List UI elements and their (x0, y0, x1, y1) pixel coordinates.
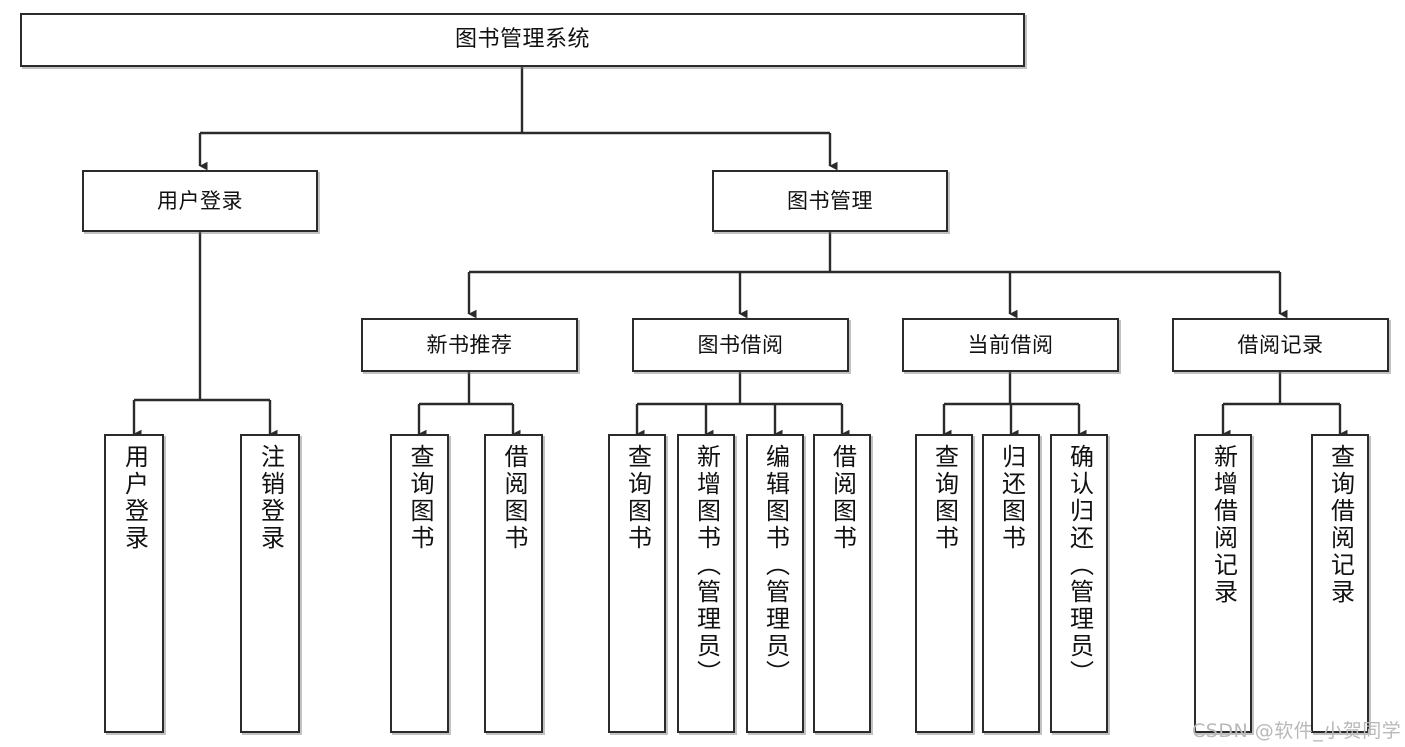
node-label: 借阅记录 (1237, 332, 1324, 357)
node-label: 查询图书 (405, 444, 434, 552)
leaf-current-borrow-confirm-return[interactable]: 确认归还（管理员） (1050, 434, 1108, 733)
node-label: 图书管理系统 (454, 27, 590, 53)
node-label: 图书借阅 (697, 332, 784, 357)
leaf-book-borrow-edit[interactable]: 编辑图书（管理员） (746, 434, 804, 733)
node-label: 注销登录 (256, 444, 285, 552)
node-current-borrow[interactable]: 当前借阅 (902, 318, 1119, 372)
node-label: 当前借阅 (967, 332, 1054, 357)
node-label: 借阅图书 (828, 444, 857, 552)
node-book-borrow[interactable]: 图书借阅 (632, 318, 849, 372)
leaf-borrow-record-add[interactable]: 新增借阅记录 (1194, 434, 1252, 733)
leaf-current-borrow-query[interactable]: 查询图书 (915, 434, 973, 733)
leaf-book-borrow-query[interactable]: 查询图书 (608, 434, 666, 733)
leaf-new-book-query[interactable]: 查询图书 (390, 434, 449, 733)
leaf-book-borrow-add[interactable]: 新增图书（管理员） (677, 434, 735, 733)
node-label: 新增图书（管理员） (692, 444, 721, 687)
node-label: 查询图书 (623, 444, 652, 552)
node-label: 用户登录 (157, 188, 243, 213)
node-user-login[interactable]: 用户登录 (82, 170, 318, 232)
node-label: 新书推荐 (426, 332, 513, 357)
leaf-new-book-borrow[interactable]: 借阅图书 (484, 434, 543, 733)
node-label: 归还图书 (997, 444, 1026, 552)
node-label: 借阅图书 (499, 444, 528, 552)
node-label: 新增借阅记录 (1209, 444, 1238, 606)
node-label: 确认归还（管理员） (1065, 444, 1094, 687)
node-root-system[interactable]: 图书管理系统 (20, 13, 1025, 67)
node-label: 用户登录 (120, 444, 149, 552)
node-label: 查询图书 (930, 444, 959, 552)
node-label: 图书管理 (787, 188, 873, 213)
leaf-user-login-logout[interactable]: 注销登录 (240, 434, 300, 733)
node-label: 编辑图书（管理员） (761, 444, 790, 687)
leaf-user-login-login[interactable]: 用户登录 (104, 434, 164, 733)
leaf-current-borrow-return[interactable]: 归还图书 (982, 434, 1040, 733)
node-label: 查询借阅记录 (1326, 444, 1355, 606)
node-new-book-recommend[interactable]: 新书推荐 (361, 318, 578, 372)
node-book-management[interactable]: 图书管理 (712, 170, 948, 232)
csdn-watermark: CSDN @软件_小贺同学 (1192, 720, 1402, 742)
leaf-borrow-record-query[interactable]: 查询借阅记录 (1311, 434, 1369, 733)
node-borrow-record[interactable]: 借阅记录 (1172, 318, 1389, 372)
leaf-book-borrow-borrow[interactable]: 借阅图书 (813, 434, 871, 733)
